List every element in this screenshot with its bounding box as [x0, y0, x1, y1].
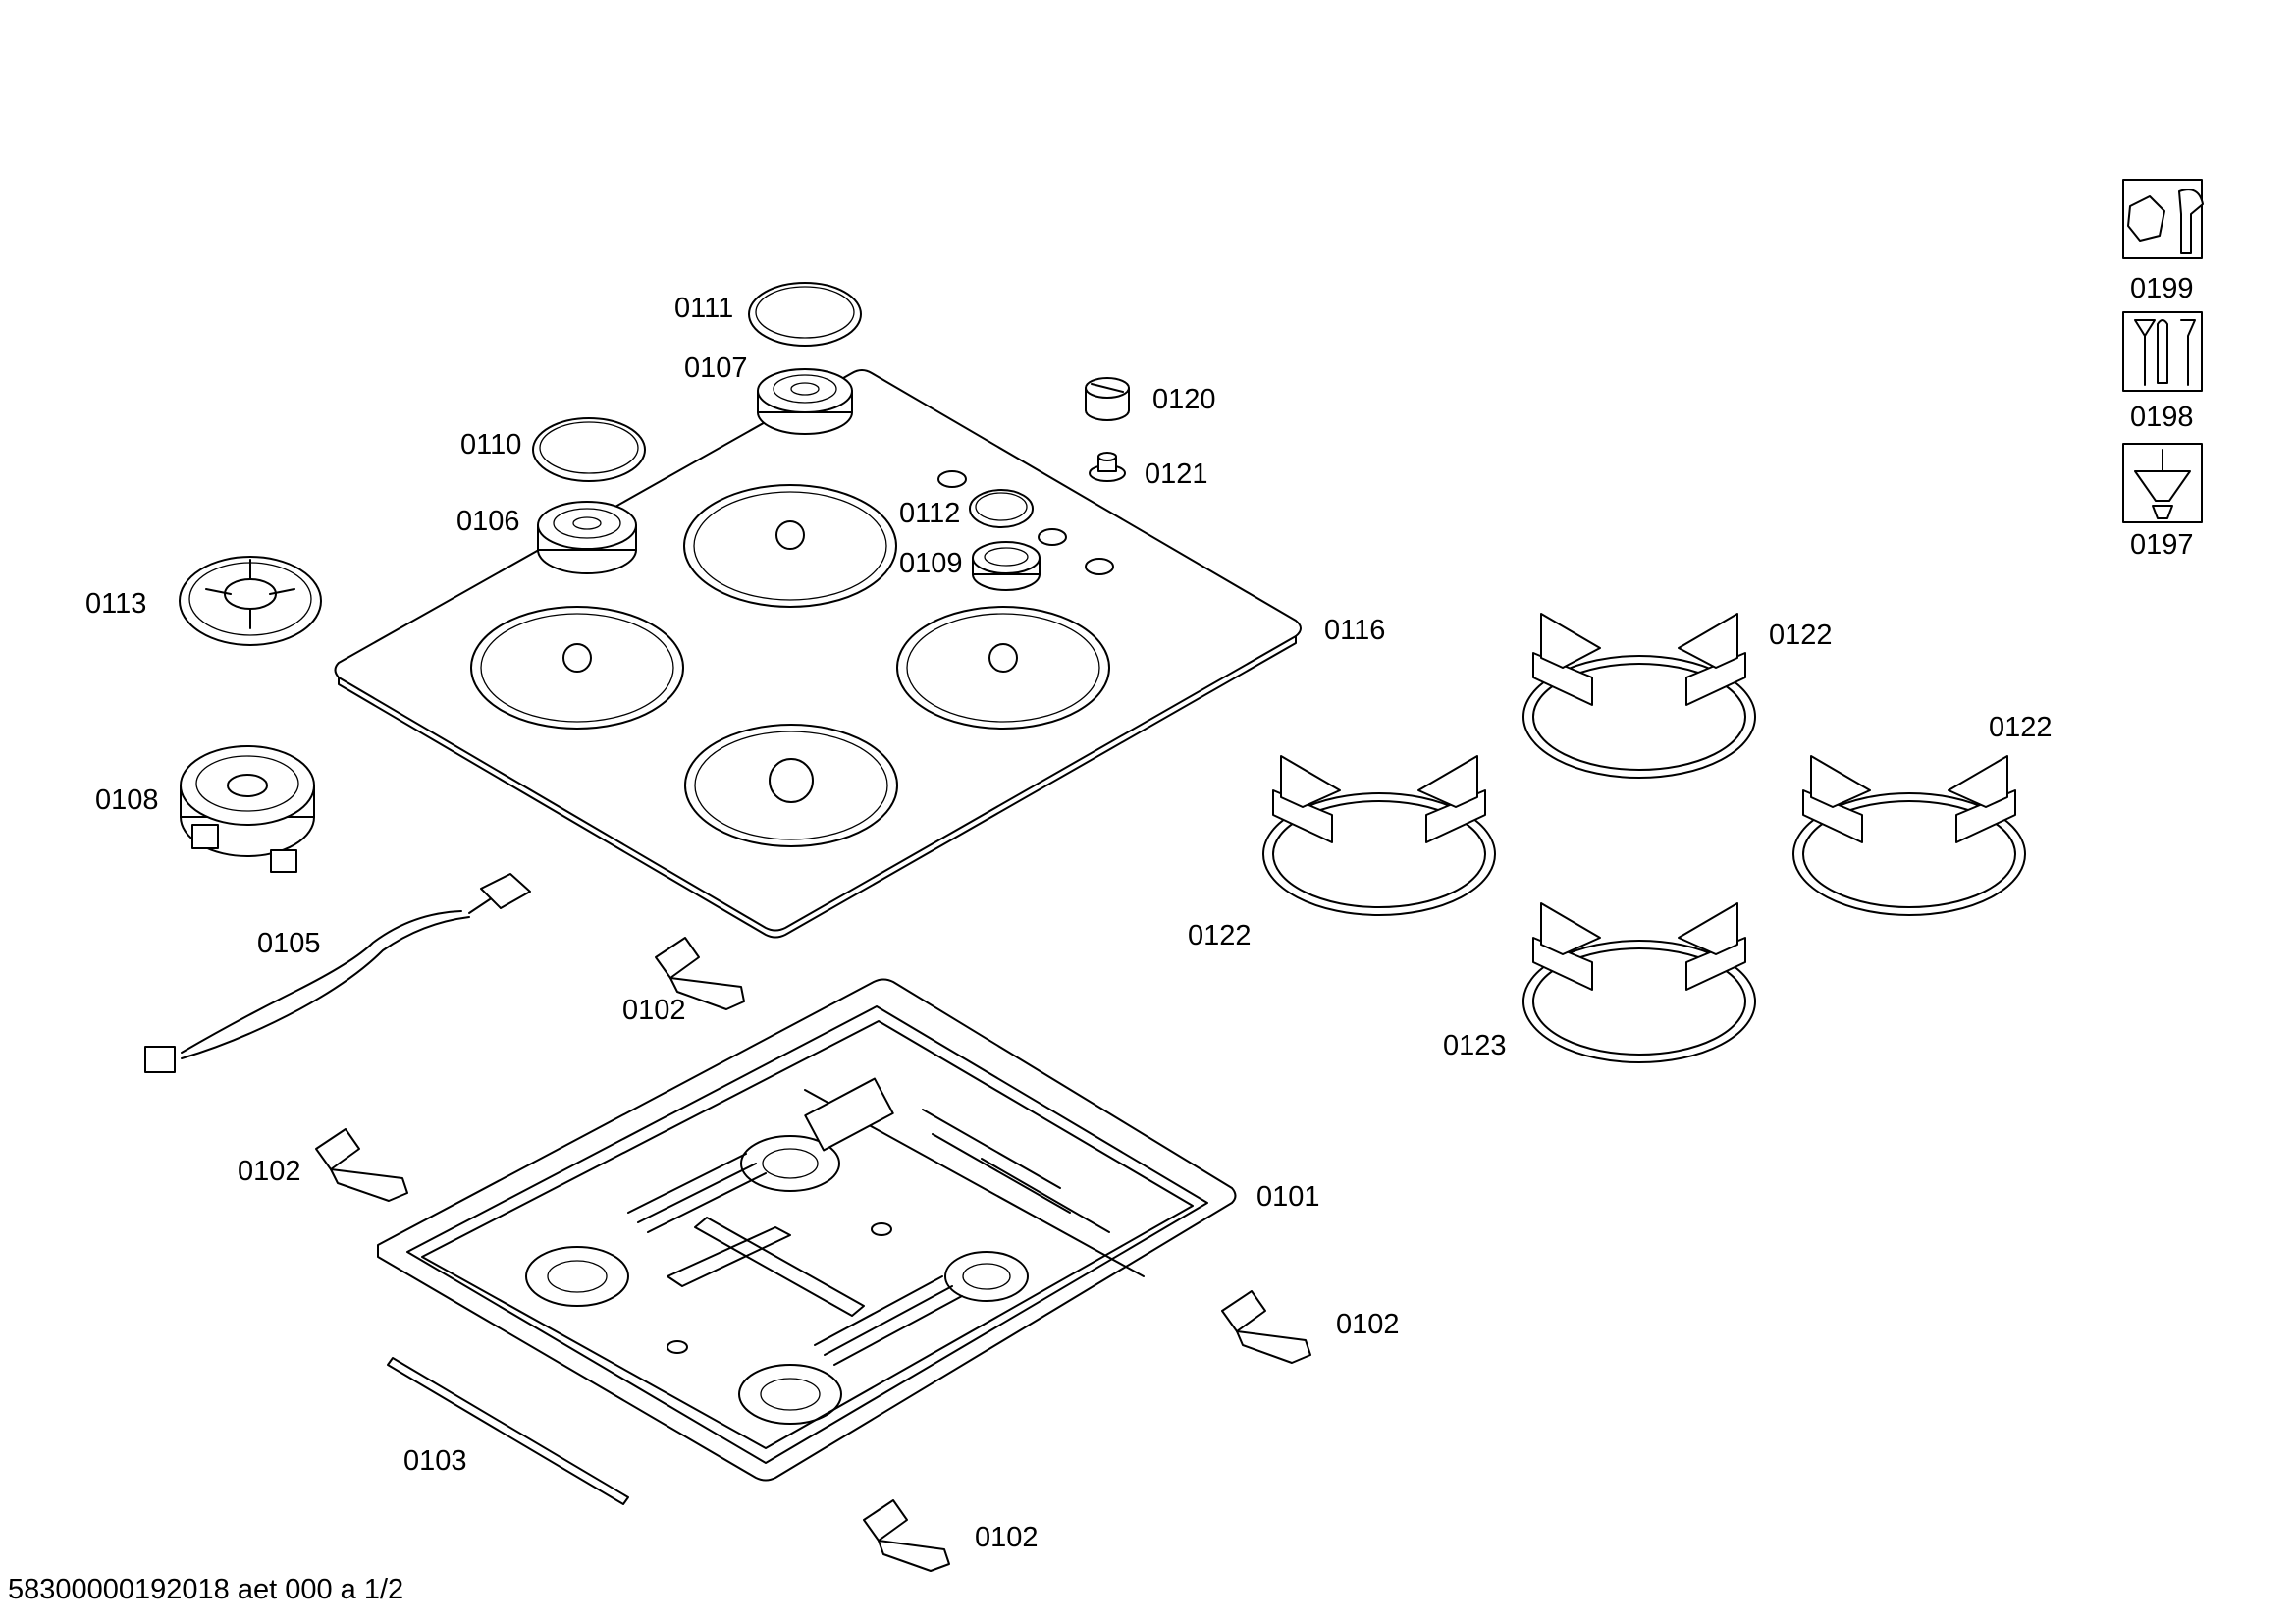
- document-id: 58300000192018 aet 000 a 1/2: [8, 1574, 404, 1605]
- label-0102-bottom: 0102: [975, 1522, 1039, 1553]
- legend-code-0197: 0197: [2130, 529, 2194, 561]
- power-cord-0105[interactable]: [144, 873, 531, 1073]
- label-0109: 0109: [899, 548, 963, 579]
- knob-spindle-0121[interactable]: [1089, 452, 1126, 482]
- label-0105: 0105: [257, 928, 321, 959]
- label-0121: 0121: [1145, 459, 1208, 490]
- burner-head-0107[interactable]: [757, 368, 853, 435]
- label-0102-top: 0102: [622, 995, 686, 1026]
- burner-head-0106[interactable]: [537, 501, 637, 574]
- burner-head-0109[interactable]: [972, 541, 1041, 591]
- legend-code-0198: 0198: [2130, 402, 2194, 433]
- mounting-clip-0102-top[interactable]: [655, 937, 745, 1010]
- mounting-clip-0102-left[interactable]: [315, 1128, 408, 1202]
- wok-burner-cap-0113[interactable]: [179, 556, 322, 646]
- mounting-clip-0102-right[interactable]: [1221, 1290, 1311, 1364]
- label-0101: 0101: [1256, 1181, 1320, 1213]
- wrench-nut-icon: [2122, 179, 2204, 259]
- screws-icon: [2122, 311, 2203, 392]
- label-0122-left: 0122: [1188, 920, 1252, 951]
- label-0102-left: 0102: [238, 1156, 301, 1187]
- pan-support-0122-right[interactable]: [1792, 755, 2026, 916]
- label-0113: 0113: [85, 588, 146, 620]
- burner-cap-0111[interactable]: [748, 282, 862, 347]
- label-0108: 0108: [95, 785, 159, 816]
- label-0103: 0103: [403, 1445, 467, 1477]
- cooktop-plate[interactable]: [334, 369, 1302, 939]
- burner-cap-0112[interactable]: [969, 489, 1034, 528]
- label-0120: 0120: [1152, 384, 1216, 415]
- control-knob-0120[interactable]: [1085, 377, 1130, 421]
- label-0122-top: 0122: [1769, 620, 1833, 651]
- label-0111: 0111: [674, 293, 733, 324]
- burner-cap-0110[interactable]: [532, 417, 646, 482]
- label-0123: 0123: [1443, 1030, 1507, 1061]
- label-0112: 0112: [899, 498, 960, 529]
- screwdriver-icon: [2122, 443, 2203, 523]
- bottom-tray-0101[interactable]: [377, 978, 1237, 1482]
- pan-support-0122-top[interactable]: [1522, 613, 1756, 779]
- wok-burner-0108[interactable]: [180, 745, 315, 873]
- pan-support-0123[interactable]: [1522, 902, 1756, 1063]
- label-0107: 0107: [684, 352, 748, 384]
- label-0102-right: 0102: [1336, 1309, 1400, 1340]
- seal-strip-0103[interactable]: [387, 1357, 629, 1505]
- label-0106: 0106: [456, 506, 520, 537]
- legend-code-0199: 0199: [2130, 273, 2194, 304]
- mounting-clip-0102-bottom[interactable]: [863, 1499, 950, 1572]
- label-0116: 0116: [1324, 615, 1385, 646]
- pan-support-0122-left[interactable]: [1262, 755, 1496, 916]
- label-0110: 0110: [460, 429, 521, 460]
- label-0122-right: 0122: [1989, 712, 2053, 743]
